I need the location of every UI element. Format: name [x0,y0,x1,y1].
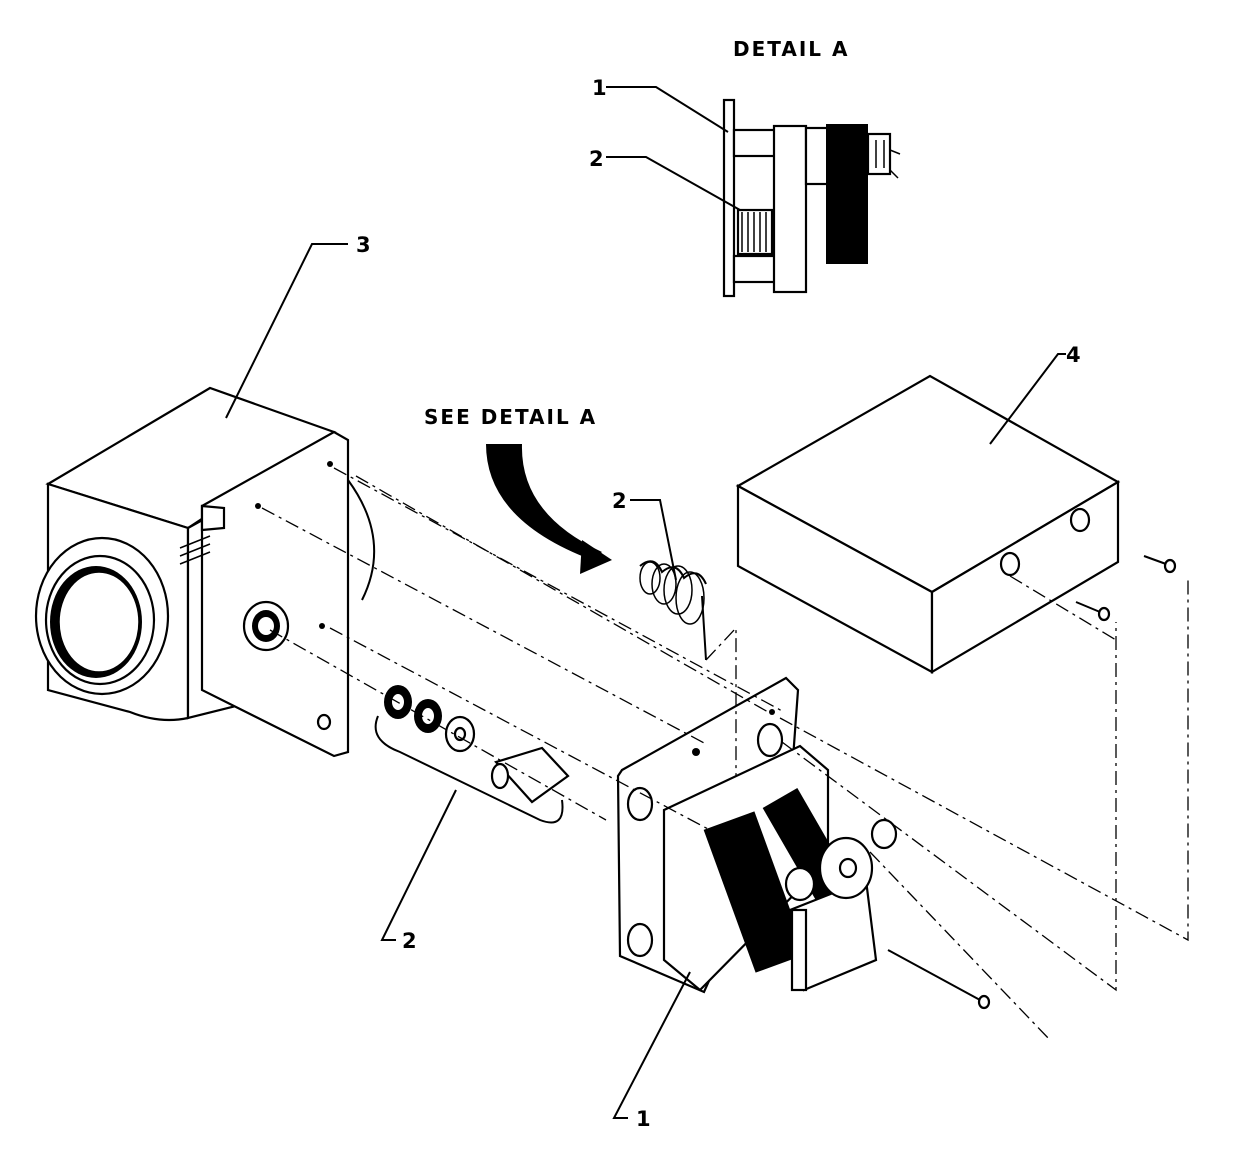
detail-a-title: DETAIL A [733,37,849,61]
spring-part-2: 2 [612,489,707,661]
see-detail-a-label: SEE DETAIL A [424,405,597,429]
screws [887,555,1177,1010]
cover-part-4: 4 [735,343,1121,674]
bushing-set-part-2: 2 [374,685,570,953]
detail-plate [722,98,736,298]
detail-motor-coil [826,124,868,264]
stator-coil [703,811,807,973]
callout-4: 4 [1066,343,1081,367]
motor-assembly-part-1: 1 [612,676,898,1131]
callout-2-bushings: 2 [402,929,417,953]
callout-2-spring: 2 [612,489,627,513]
detail-callout-2: 2 [589,147,604,171]
detail-gearbox [772,124,808,294]
detail-callout-1: 1 [592,76,607,100]
housing-part-3: 3 [34,233,376,758]
callout-3: 3 [356,233,371,257]
detail-a-view: DETAIL A 1 2 [589,37,901,298]
see-detail-a-pointer: SEE DETAIL A [424,405,612,574]
callout-1-motor: 1 [636,1107,651,1131]
detail-arrow-icon [486,444,602,560]
alignment-centerlines [261,467,1189,1041]
